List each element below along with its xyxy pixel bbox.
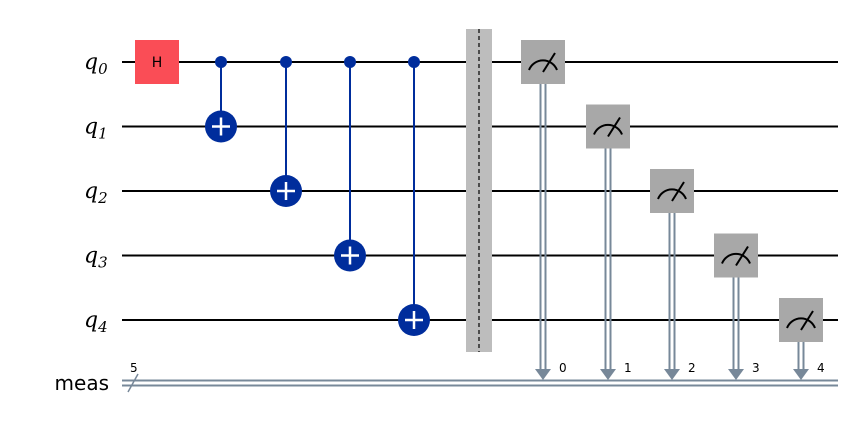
measure-arrowhead (535, 369, 551, 380)
qubit-label-index: 3 (98, 254, 108, 272)
measure-arrowhead (793, 369, 809, 380)
meter-arc-icon (593, 123, 623, 135)
qubit-label-index: 2 (97, 189, 108, 207)
meter-needle-icon (800, 310, 814, 331)
qubit-label-2: q2 (84, 179, 108, 207)
measure-bit-label: 2 (688, 361, 696, 375)
meter-arc-icon (786, 317, 816, 329)
meter-arc-icon (657, 188, 687, 200)
measure-box (521, 40, 565, 84)
cx-control-dot (215, 56, 227, 68)
measure-arrowhead (728, 369, 744, 380)
measure-bit-label: 3 (752, 361, 760, 375)
meter-needle-icon (542, 52, 556, 73)
measure-arrowhead (600, 369, 616, 380)
cx-control-dot (280, 56, 292, 68)
register-size-label: 5 (130, 361, 138, 375)
measure-bit-label: 0 (559, 361, 567, 375)
qubit-label-name: q (84, 179, 98, 204)
register-size-slash (127, 373, 139, 393)
gates-layer: H (135, 40, 823, 342)
qubit-label-3: q3 (84, 244, 108, 272)
cx-control-dot (344, 56, 356, 68)
qubit-label-index: 0 (98, 60, 108, 78)
measure-box (650, 169, 694, 213)
qubit-label-index: 4 (97, 318, 108, 336)
measure-bit-label: 4 (817, 361, 825, 375)
h-gate-label: H (152, 55, 163, 71)
qubit-label-name: q (84, 244, 98, 269)
qubit-label-name: q (84, 308, 98, 333)
qubit-label-1: q1 (84, 115, 108, 143)
cx-control-dot (408, 56, 420, 68)
measure-bit-label: 1 (624, 361, 632, 375)
barrier-layer (466, 29, 492, 352)
qubit-label-index: 1 (98, 125, 108, 143)
measure-box (779, 298, 823, 342)
measure-box (586, 104, 630, 149)
measure-arrowhead (664, 369, 680, 380)
qubit-label-4: q4 (84, 308, 108, 336)
qubit-label-name: q (84, 115, 98, 140)
h-gate-box (135, 40, 179, 84)
connections-layer (220, 62, 809, 380)
qubit-label-0: q0 (84, 50, 108, 78)
meter-arc-icon (528, 59, 558, 71)
meter-needle-icon (735, 245, 749, 267)
meter-arc-icon (721, 252, 751, 264)
measure-box (714, 233, 758, 278)
meter-needle-icon (607, 116, 621, 138)
classical-register-label: meas (55, 371, 109, 395)
meter-needle-icon (671, 181, 685, 202)
qubit-label-name: q (84, 50, 98, 75)
